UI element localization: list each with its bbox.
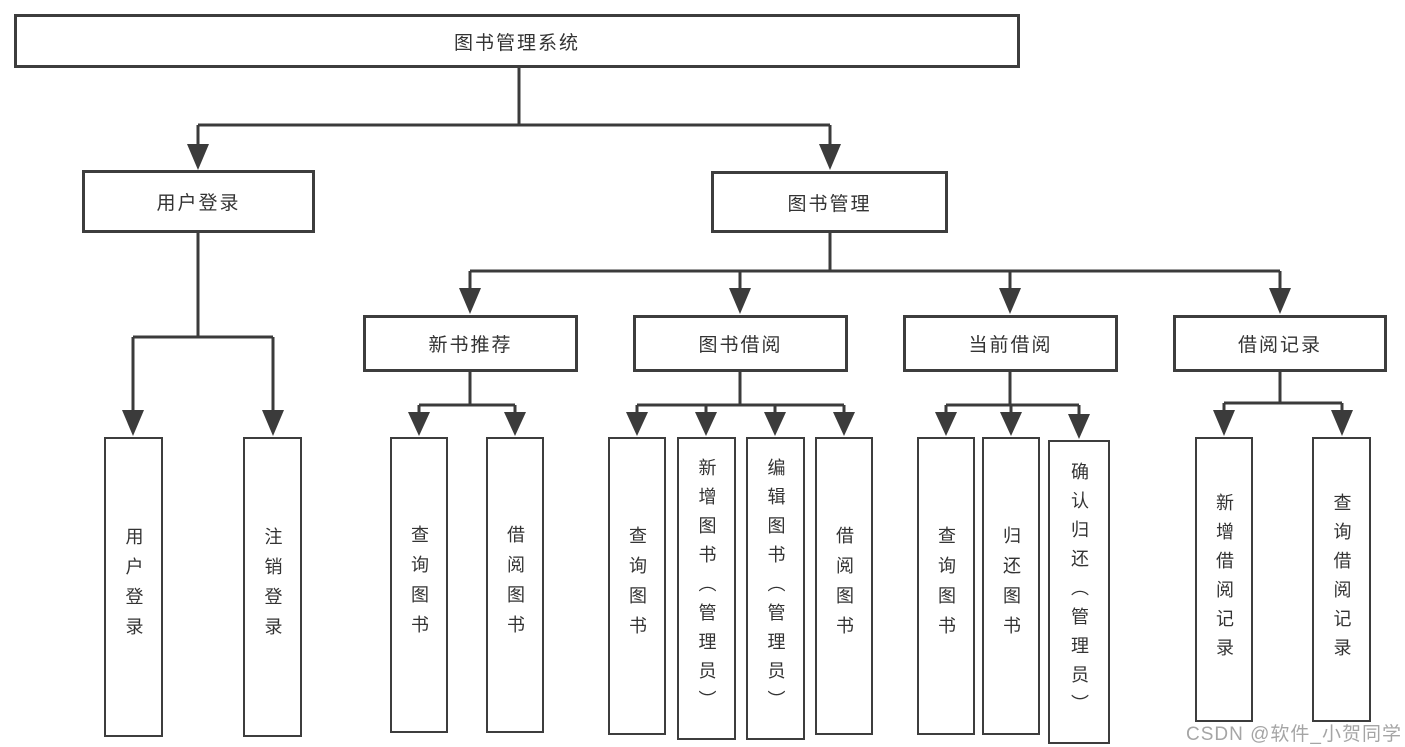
node-borrow-records: 借阅记录 [1173,315,1387,372]
leaf-br-add-record: 新增借阅记录 [1195,437,1253,722]
leaf-nbr-borrow-books-label: 借阅图书 [505,525,525,645]
leaf-user-login-label: 用户登录 [123,527,144,647]
node-root: 图书管理系统 [14,14,1020,68]
leaf-nbr-query-books: 查询图书 [390,437,448,733]
node-book-management: 图书管理 [711,171,948,233]
leaf-cb-return-books: 归还图书 [982,437,1040,735]
node-book-borrow-label: 图书借阅 [698,335,783,356]
leaf-user-login: 用户登录 [104,437,163,737]
leaf-bb-edit-books-admin: 编辑图书（管理员） [746,437,805,740]
leaf-bb-query-books: 查询图书 [608,437,666,735]
leaf-logout-label: 注销登录 [262,527,283,647]
leaf-br-query-record: 查询借阅记录 [1312,437,1371,722]
node-user-login: 用户登录 [82,170,315,233]
node-borrow-records-label: 借阅记录 [1237,335,1322,356]
leaf-bb-borrow-books-label: 借阅图书 [834,526,854,646]
arrowheads [122,144,1353,439]
csdn-watermark: CSDN @软件_小贺同学 [1186,724,1402,745]
node-user-login-label: 用户登录 [156,193,241,214]
leaf-cb-confirm-return-admin: 确认归还（管理员） [1048,440,1110,744]
node-book-management-label: 图书管理 [787,193,872,215]
node-new-book-recommend: 新书推荐 [363,315,578,372]
leaf-cb-return-books-label: 归还图书 [1001,526,1021,646]
leaf-bb-edit-books-admin-label: 编辑图书（管理员） [765,458,786,719]
leaf-nbr-borrow-books: 借阅图书 [486,437,544,733]
leaf-br-query-record-label: 查询借阅记录 [1331,492,1352,667]
leaf-logout: 注销登录 [243,437,302,737]
node-current-borrow-label: 当前借阅 [968,335,1053,356]
leaf-cb-query-books: 查询图书 [917,437,975,735]
leaf-br-add-record-label: 新增借阅记录 [1214,492,1234,667]
leaf-bb-borrow-books: 借阅图书 [815,437,873,735]
leaf-nbr-query-books-label: 查询图书 [409,525,429,645]
leaf-cb-confirm-return-admin-label: 确认归还（管理员） [1069,461,1089,723]
node-book-borrow: 图书借阅 [633,315,848,372]
leaf-cb-query-books-label: 查询图书 [936,526,956,646]
node-root-label: 图书管理系统 [453,32,580,54]
leaf-bb-add-books-admin-label: 新增图书（管理员） [696,458,717,719]
leaf-bb-add-books-admin: 新增图书（管理员） [677,437,736,740]
node-new-book-recommend-label: 新书推荐 [428,335,513,356]
node-current-borrow: 当前借阅 [903,315,1118,372]
leaf-bb-query-books-label: 查询图书 [627,526,647,646]
